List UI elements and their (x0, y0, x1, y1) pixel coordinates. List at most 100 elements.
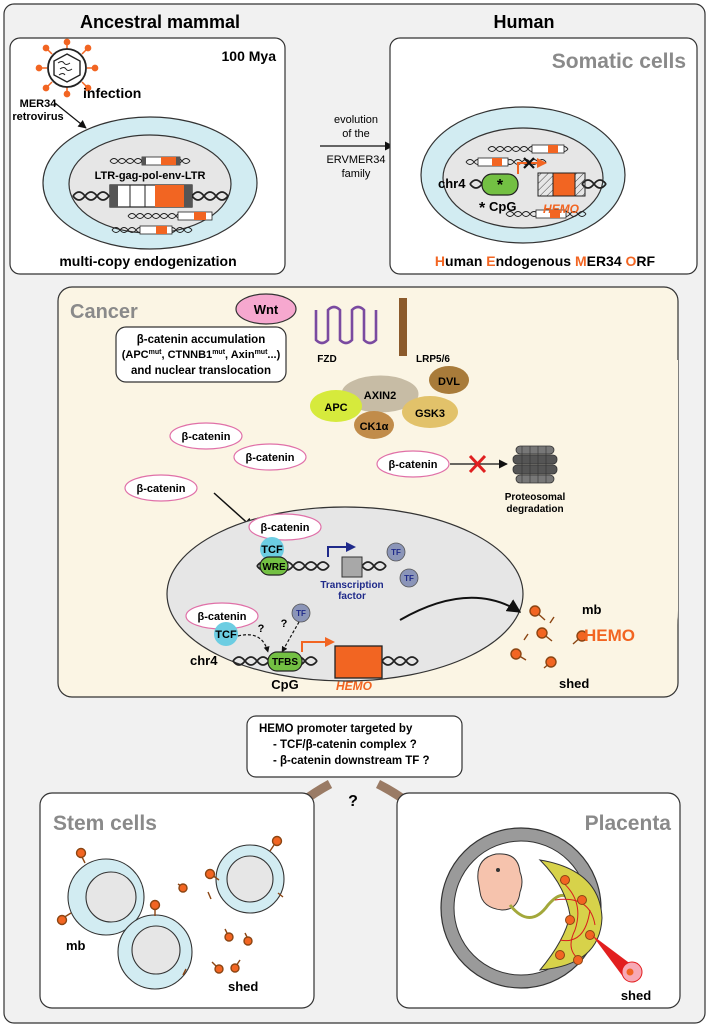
nuclear-bcat-wre (248, 513, 322, 541)
evolution-line-3: ERVMER34 (326, 154, 385, 166)
cancer-title: Cancer (70, 301, 138, 323)
tf-dashed-arrow (281, 621, 300, 653)
gsk3-label: GSK3 (415, 408, 445, 420)
proteosomal-line-1: Proteosomal (505, 492, 566, 503)
wre-dna (256, 542, 387, 578)
somatic-panel: Somatic cells chr4 (389, 37, 698, 275)
stem-shed-label: shed (228, 979, 258, 994)
dna-provirus-main (72, 184, 229, 208)
question-mark-1: ? (258, 623, 265, 635)
dna-copy-bottom (111, 211, 213, 235)
bcat-label-2: β-catenin (246, 452, 295, 464)
accumulation-line-1: β-catenin accumulation (137, 334, 265, 346)
transcription-factor-line-2: factor (338, 591, 366, 602)
virus-name-2: retrovirus (12, 111, 63, 123)
bcat-label-6: β-catenin (198, 611, 247, 623)
stem-cell-2 (215, 844, 285, 914)
proteasome-icon (512, 445, 558, 484)
big-question-mark: ? (348, 793, 358, 810)
tf-blob-1 (386, 542, 406, 562)
mya-label: 100 Mya (222, 48, 277, 64)
question-line-3: - β-catenin downstream TF ? (273, 755, 430, 767)
maternal-blood-flow (592, 935, 632, 978)
endogenization-label: multi-copy endogenization (59, 253, 236, 269)
human-title: Human (493, 12, 554, 32)
stem-hemo-proteins (56, 835, 284, 976)
cpg-star-icon: * (479, 200, 486, 217)
evolution-line-1: evolution (334, 114, 378, 126)
hemo-acronym: Human Endogenous MER34 ORF (435, 253, 656, 269)
proteosomal-line-2: degradation (506, 504, 563, 515)
cancer-shed-label: shed (559, 676, 589, 691)
tf-blob-3 (291, 603, 311, 623)
tcf-wre (260, 537, 284, 561)
mer34-virus-icon (35, 38, 99, 98)
cancer-hemo-locus (232, 637, 419, 679)
wnt-label: Wnt (254, 302, 279, 317)
dna-copy-top (109, 156, 191, 166)
tf-label-1: TF (391, 548, 401, 557)
placenta-shed-label: shed (621, 988, 651, 1003)
somatic-dna-copies (465, 144, 587, 219)
methyl-star-icon: * (497, 177, 504, 194)
infection-arrow (54, 102, 87, 129)
blocked-cross-icon (468, 454, 487, 474)
infection-label: infection (83, 85, 141, 101)
somatic-title: Somatic cells (552, 50, 686, 73)
placenta-panel: Placenta shed (396, 792, 681, 1009)
accumulation-callout (115, 326, 287, 383)
embryo-icon (477, 853, 523, 911)
stem-cells-panel: Stem cells mb shed (39, 792, 315, 1009)
wnt-ligand (235, 293, 297, 325)
evolution-line-4: family (342, 168, 371, 180)
ck1a-label: CK1α (360, 421, 389, 433)
cancer-mb-label: mb (582, 602, 602, 617)
stem-cell-3 (117, 914, 193, 990)
tfbs-label: TFBS (272, 657, 298, 668)
wre-label: WRE (262, 562, 286, 573)
fzd-label: FZD (317, 354, 336, 365)
accumulation-line-3: and nuclear translocation (131, 365, 271, 377)
axin2-label: AXIN2 (364, 390, 396, 402)
placenta-hemo-proteins (555, 875, 595, 965)
cancer-hemo-protein-label: HEMO (584, 626, 635, 645)
ancestral-title: Ancestral mammal (80, 12, 240, 32)
stem-cell-1 (67, 858, 145, 936)
placenta-title: Placenta (585, 812, 672, 835)
destruction-complex (310, 366, 469, 439)
provirus-label: LTR-gag-pol-env-LTR (95, 170, 206, 182)
question-line-2: - TCF/β-catenin complex ? (273, 739, 417, 751)
evolution-line-2: of the (342, 128, 370, 140)
tcf-label-1: TCF (261, 544, 283, 556)
shed-hemo-dot (626, 968, 634, 976)
tcf-hemo (214, 622, 238, 646)
somatic-hemo-label: HEMO (543, 202, 580, 216)
cancer-hemo-proteins (510, 605, 588, 669)
cancer-chr4-label: chr4 (190, 653, 218, 668)
bcat-label-1: β-catenin (182, 431, 231, 443)
tcf-label-2: TCF (215, 629, 237, 641)
cytoplasmic-bcat (124, 422, 450, 502)
bcat-label-5: β-catenin (261, 522, 310, 534)
dvl-label: DVL (438, 376, 460, 388)
stem-cells-title: Stem cells (53, 812, 157, 835)
bcat-label-3: β-catenin (137, 483, 186, 495)
ancestral-panel: 100 Mya infection MER34 retrovirus (9, 37, 286, 275)
cancer-hemo-gene-label: HEMO (336, 679, 373, 693)
somatic-hemo-locus (469, 157, 607, 197)
lrp-receptor (399, 298, 407, 356)
apc-label: APC (324, 402, 347, 414)
lrp-label: LRP5/6 (416, 354, 450, 365)
cancer-panel: Cancer Wnt FZD LRP5/6 AXIN2 DVL APC GSK3… (57, 286, 679, 698)
bcat-label-4: β-catenin (389, 459, 438, 471)
tf-blob-2 (399, 568, 419, 588)
stem-mb-label: mb (66, 938, 86, 953)
somatic-cpg-label: CpG (489, 199, 516, 214)
tcf-dashed-arrow (237, 634, 270, 653)
fzd-receptor (314, 305, 378, 345)
tf-label-3: TF (296, 609, 306, 618)
question-mark-2: ? (281, 618, 288, 630)
transcription-factor-line-1: Transcription (320, 580, 383, 591)
cancer-cpg-label: CpG (271, 677, 298, 692)
